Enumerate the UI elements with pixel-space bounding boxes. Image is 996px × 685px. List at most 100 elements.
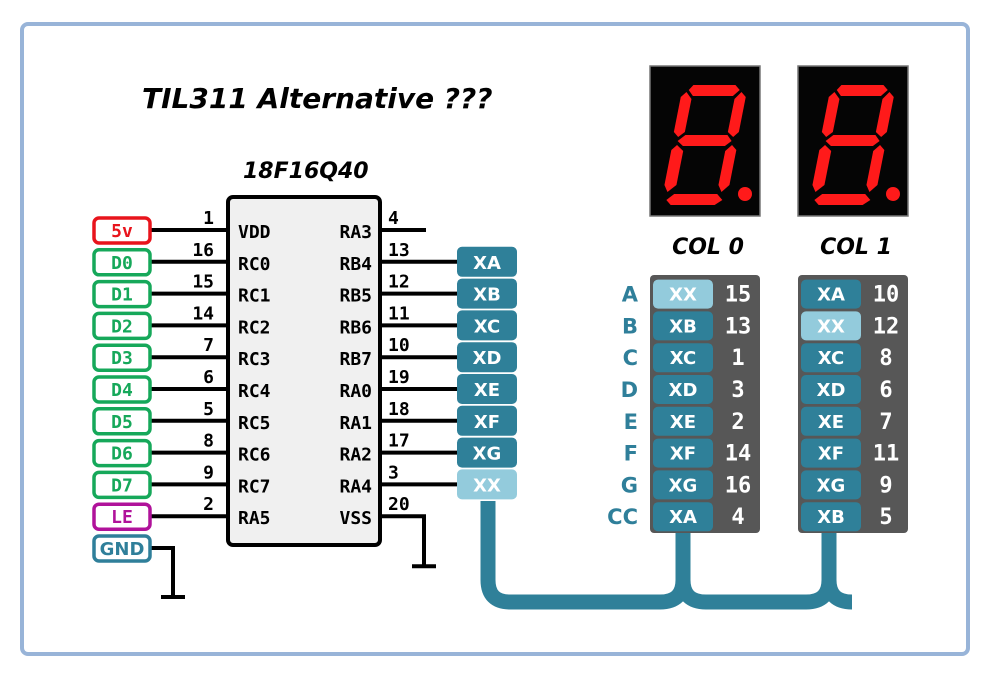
segment-name-d: D (621, 378, 638, 402)
chip-pins: 1VDD16RC015RC114RC27RC36RC45RC58RC69RC72… (192, 208, 409, 529)
pin-number: 13 (388, 240, 410, 261)
pin-number: 15 (192, 272, 214, 293)
column-label: COL 0 (672, 235, 744, 260)
pin-name: RC1 (238, 286, 271, 307)
input-label-text: D1 (111, 285, 133, 306)
column-label: COL 1 (820, 235, 892, 260)
bus-line-continue (821, 579, 853, 610)
segment-e (664, 145, 684, 192)
column-tag-text: XE (818, 412, 844, 433)
input-label-d5: D5 (92, 407, 152, 436)
segment-name-e: E (624, 410, 638, 434)
column-tag-text: XF (670, 444, 696, 465)
column-tag-text: XX (817, 316, 845, 337)
column-tag-text: XC (818, 348, 844, 369)
input-label-text: D6 (111, 444, 133, 465)
input-label-text: 5v (111, 221, 133, 242)
column-pin-number: 11 (873, 442, 900, 467)
pin-name: RB6 (339, 317, 372, 338)
column-pin-number: 14 (725, 442, 752, 467)
column-pin-number: 1 (731, 346, 744, 371)
pin-name: VDD (238, 222, 271, 243)
pin-name: RA2 (339, 445, 372, 466)
column-tag-text: XX (669, 285, 697, 306)
column-pin-number: 9 (879, 473, 892, 498)
column-tag (801, 406, 861, 436)
column-tag-text: XD (817, 380, 846, 401)
chip-part-number: 18F16Q40 (243, 159, 369, 184)
segment-b (875, 92, 894, 137)
segment-name-b: B (622, 314, 638, 338)
pin-name: RC6 (238, 445, 271, 466)
column-row: XB 13 (653, 311, 752, 341)
column-tag-text: XA (669, 507, 697, 528)
column-pin-number: 16 (725, 473, 752, 498)
column-pin-number: 13 (725, 314, 752, 339)
column-tag (653, 311, 713, 341)
input-label-d1: D1 (92, 279, 152, 309)
pin-name: RA0 (339, 381, 372, 402)
input-label-text: D0 (111, 253, 133, 274)
output-tag-xd: XD (457, 342, 517, 373)
segment-dp (886, 187, 900, 201)
column-tag (801, 502, 861, 532)
output-tag-xg: XG (457, 437, 517, 468)
column-row: XF 11 (801, 438, 900, 468)
segment-f (673, 92, 692, 137)
pin-number: 4 (388, 208, 399, 229)
column-tag (801, 470, 861, 500)
pin-name: RC2 (238, 317, 271, 338)
column-tag (653, 375, 713, 404)
column-tag (653, 470, 713, 500)
segment-c (866, 145, 885, 192)
segment-c (718, 145, 737, 192)
input-label-d2: D2 (92, 311, 152, 341)
input-label-d3: D3 (92, 343, 152, 372)
input-label-d0: D0 (92, 248, 152, 277)
column-tag (653, 279, 713, 309)
pin-number: 14 (192, 303, 214, 324)
input-label-le: LE (92, 502, 152, 531)
segment-name-f: F (624, 442, 638, 466)
segment-name-g: G (621, 473, 638, 497)
output-tag-xf: XF (457, 405, 517, 436)
output-tag-text: XF (474, 412, 500, 433)
pin-name: RA4 (339, 476, 372, 497)
column-tag-text: XB (669, 316, 697, 337)
segment-name-c: C (623, 346, 638, 370)
pin-number: 7 (203, 335, 214, 356)
pin-number: 18 (388, 399, 410, 420)
pin-number: 17 (388, 431, 410, 452)
segment-name-cc: CC (607, 505, 638, 529)
pin-name: RC3 (238, 349, 271, 370)
seven-segment-display-1 (797, 65, 909, 217)
column-tag (801, 438, 861, 468)
column-tag (653, 406, 713, 436)
segment-f (821, 92, 840, 137)
pin-number: 11 (388, 303, 410, 324)
column-tag-text: XD (669, 380, 698, 401)
pin-name: RB7 (339, 349, 372, 370)
pin-name: VSS (339, 508, 372, 529)
pin-number: 2 (203, 494, 214, 515)
output-tag-xe: XE (457, 374, 517, 404)
input-label-text: D3 (111, 348, 133, 369)
column-tag-text: XF (818, 444, 844, 465)
diagram-title: TIL311 Alternative ??? (142, 82, 493, 115)
segment-g (677, 135, 732, 146)
pin-number: 10 (388, 335, 410, 356)
pin-number: 9 (203, 462, 214, 483)
